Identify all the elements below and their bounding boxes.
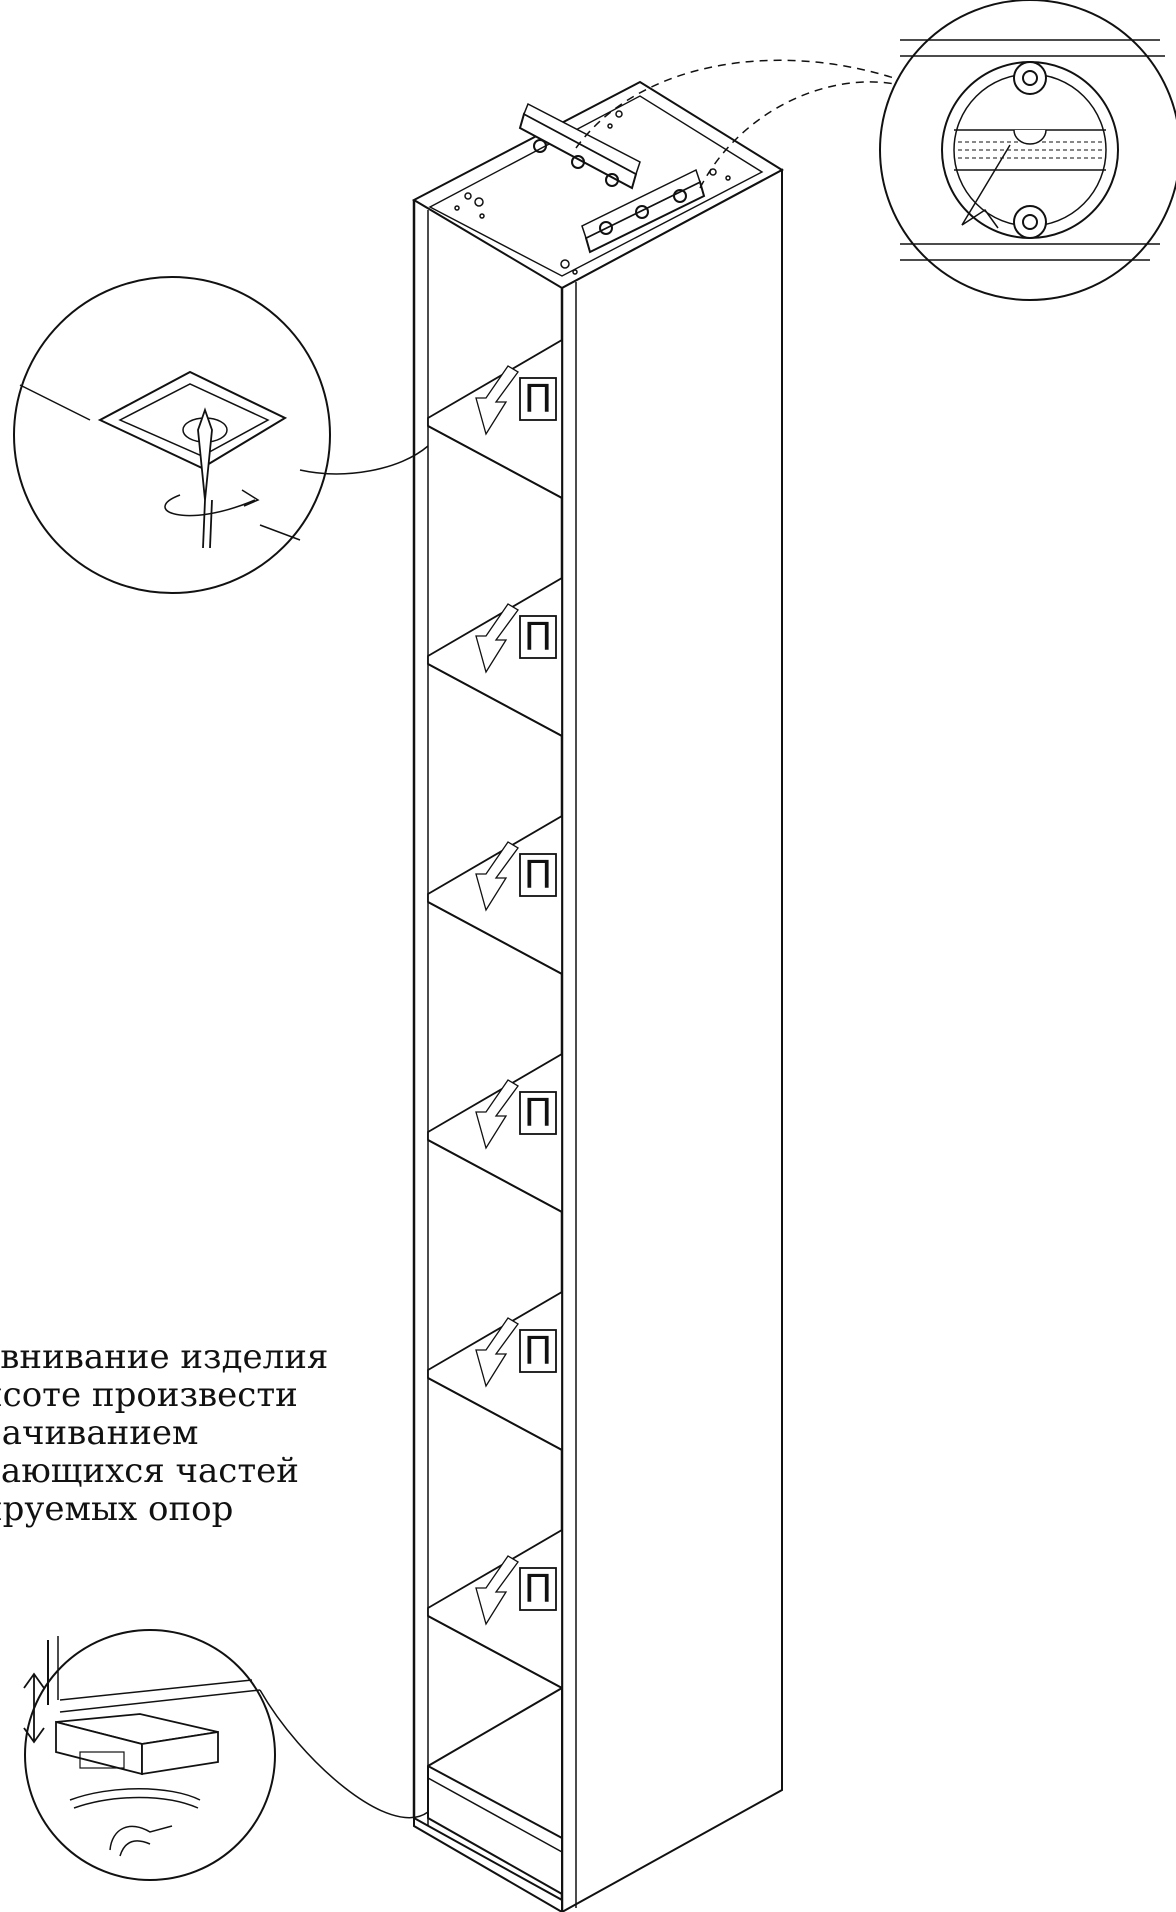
instruction-line: рачиванием — [0, 1413, 199, 1453]
shelf-marker-box — [519, 615, 557, 659]
instruction-line: исоте произвести — [0, 1375, 298, 1415]
shelf: П — [427, 1290, 563, 1452]
shelf: П — [427, 576, 563, 738]
instruction-line: ируемых опор — [0, 1489, 234, 1529]
spirit-level-icon — [518, 102, 706, 254]
adjustable-foot-detail-icon — [23, 1629, 276, 1881]
cabinet — [411, 80, 784, 1912]
top-holes — [454, 110, 731, 275]
screwdriver-detail-icon — [13, 276, 331, 594]
shelf-marker-label: П — [524, 615, 553, 659]
shelf-marker-box — [519, 1567, 557, 1611]
shelves: П П П П П П — [427, 338, 563, 1690]
instruction-line: дающихся частей — [0, 1451, 299, 1491]
shelf: П — [427, 1052, 563, 1214]
shelf: П — [427, 338, 563, 500]
insert-arrow-icon — [475, 1317, 519, 1388]
shelf: П — [427, 1528, 563, 1690]
shelf-marker-box — [519, 377, 557, 421]
leveling-instruction: авнивание изделия исоте произвести рачив… — [0, 1338, 400, 1528]
insert-arrow-icon — [475, 1555, 519, 1626]
shelf-marker-label: П — [524, 1091, 553, 1135]
bottom-shelf — [427, 1686, 563, 1896]
shelf-marker-box — [519, 1091, 557, 1135]
bubble-level-detail-icon — [879, 0, 1176, 301]
cabinet-right-side — [561, 168, 783, 1912]
shelf-marker-label: П — [524, 853, 553, 897]
shelf-marker-box — [519, 853, 557, 897]
shelf-marker-label: П — [524, 1329, 553, 1373]
instruction-line: авнивание изделия — [0, 1337, 329, 1377]
insert-arrow-icon — [475, 365, 519, 436]
insert-arrow-icon — [475, 603, 519, 674]
shelf-marker-box — [519, 1329, 557, 1373]
insert-arrow-icon — [475, 841, 519, 912]
shelf-marker-label: П — [524, 377, 553, 421]
shelf: П — [427, 814, 563, 976]
insert-arrow-icon — [475, 1079, 519, 1150]
shelf-marker-label: П — [524, 1567, 553, 1611]
